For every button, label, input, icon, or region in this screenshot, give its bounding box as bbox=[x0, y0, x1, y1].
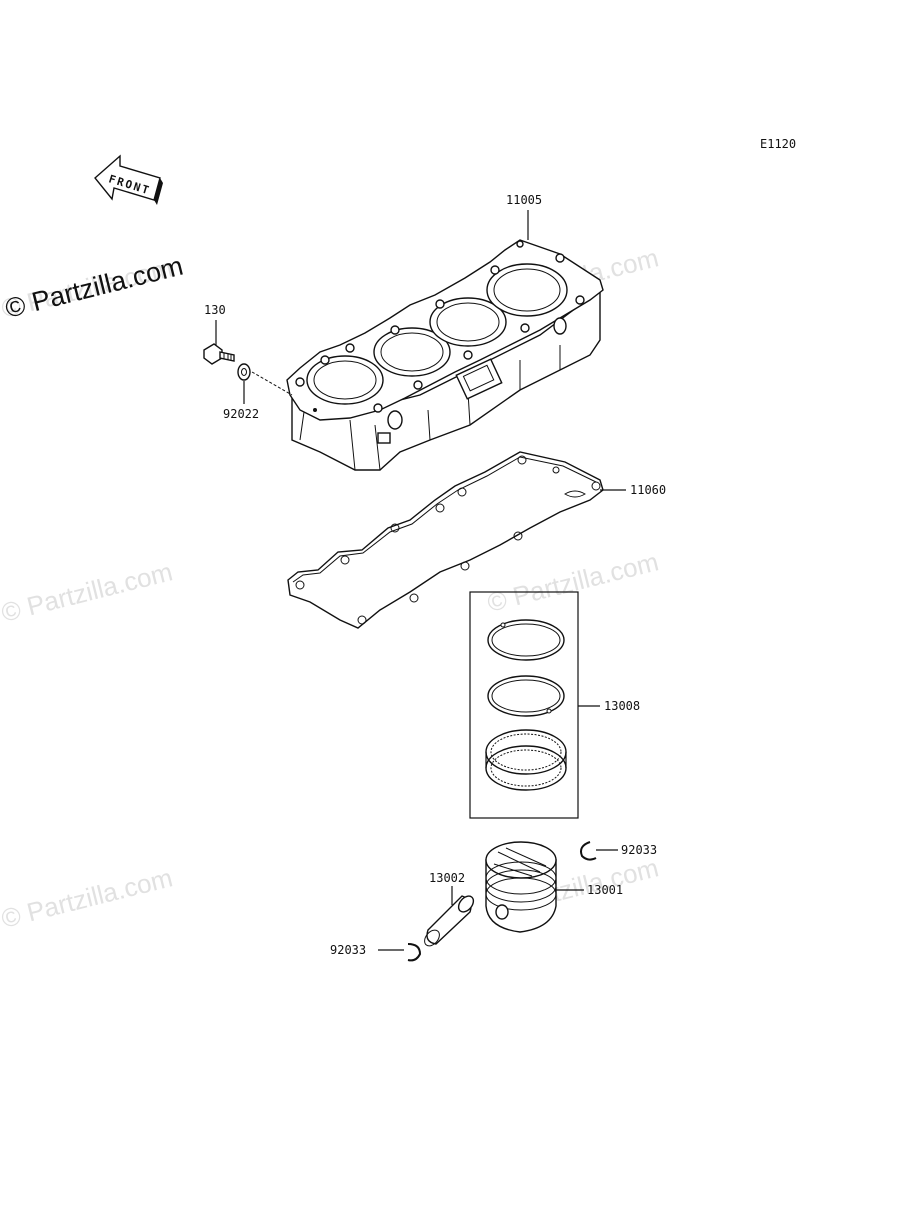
diagram-code: E1120 bbox=[760, 137, 796, 151]
callout-piston: 13001 bbox=[587, 883, 623, 897]
circlip-right-icon bbox=[580, 841, 597, 861]
watermark: © Partzilla.com bbox=[0, 862, 175, 933]
callout-circlip-left: 92033 bbox=[330, 943, 366, 957]
callout-circlip-right: 92033 bbox=[621, 843, 657, 857]
copyright-watermark: © Partzilla.com bbox=[2, 251, 186, 324]
callout-bolt: 130 bbox=[204, 303, 226, 317]
cylinder-block bbox=[286, 239, 604, 471]
washer-icon bbox=[237, 363, 251, 381]
circlip-left-icon bbox=[407, 943, 422, 962]
front-arrow-icon: FRONT bbox=[94, 154, 163, 205]
piston-pin bbox=[424, 895, 475, 947]
callout-cylinder: 11005 bbox=[506, 193, 542, 207]
callout-gasket: 11060 bbox=[630, 483, 666, 497]
bolt-icon bbox=[203, 343, 235, 365]
piston bbox=[485, 841, 557, 933]
watermark: © Partzilla.com bbox=[0, 556, 175, 627]
piston-ring-set bbox=[469, 591, 579, 819]
watermark: © Partzilla.com bbox=[484, 546, 661, 617]
callout-ring-set: 13008 bbox=[604, 699, 640, 713]
callout-washer: 92022 bbox=[223, 407, 259, 421]
callout-piston-pin: 13002 bbox=[429, 871, 465, 885]
